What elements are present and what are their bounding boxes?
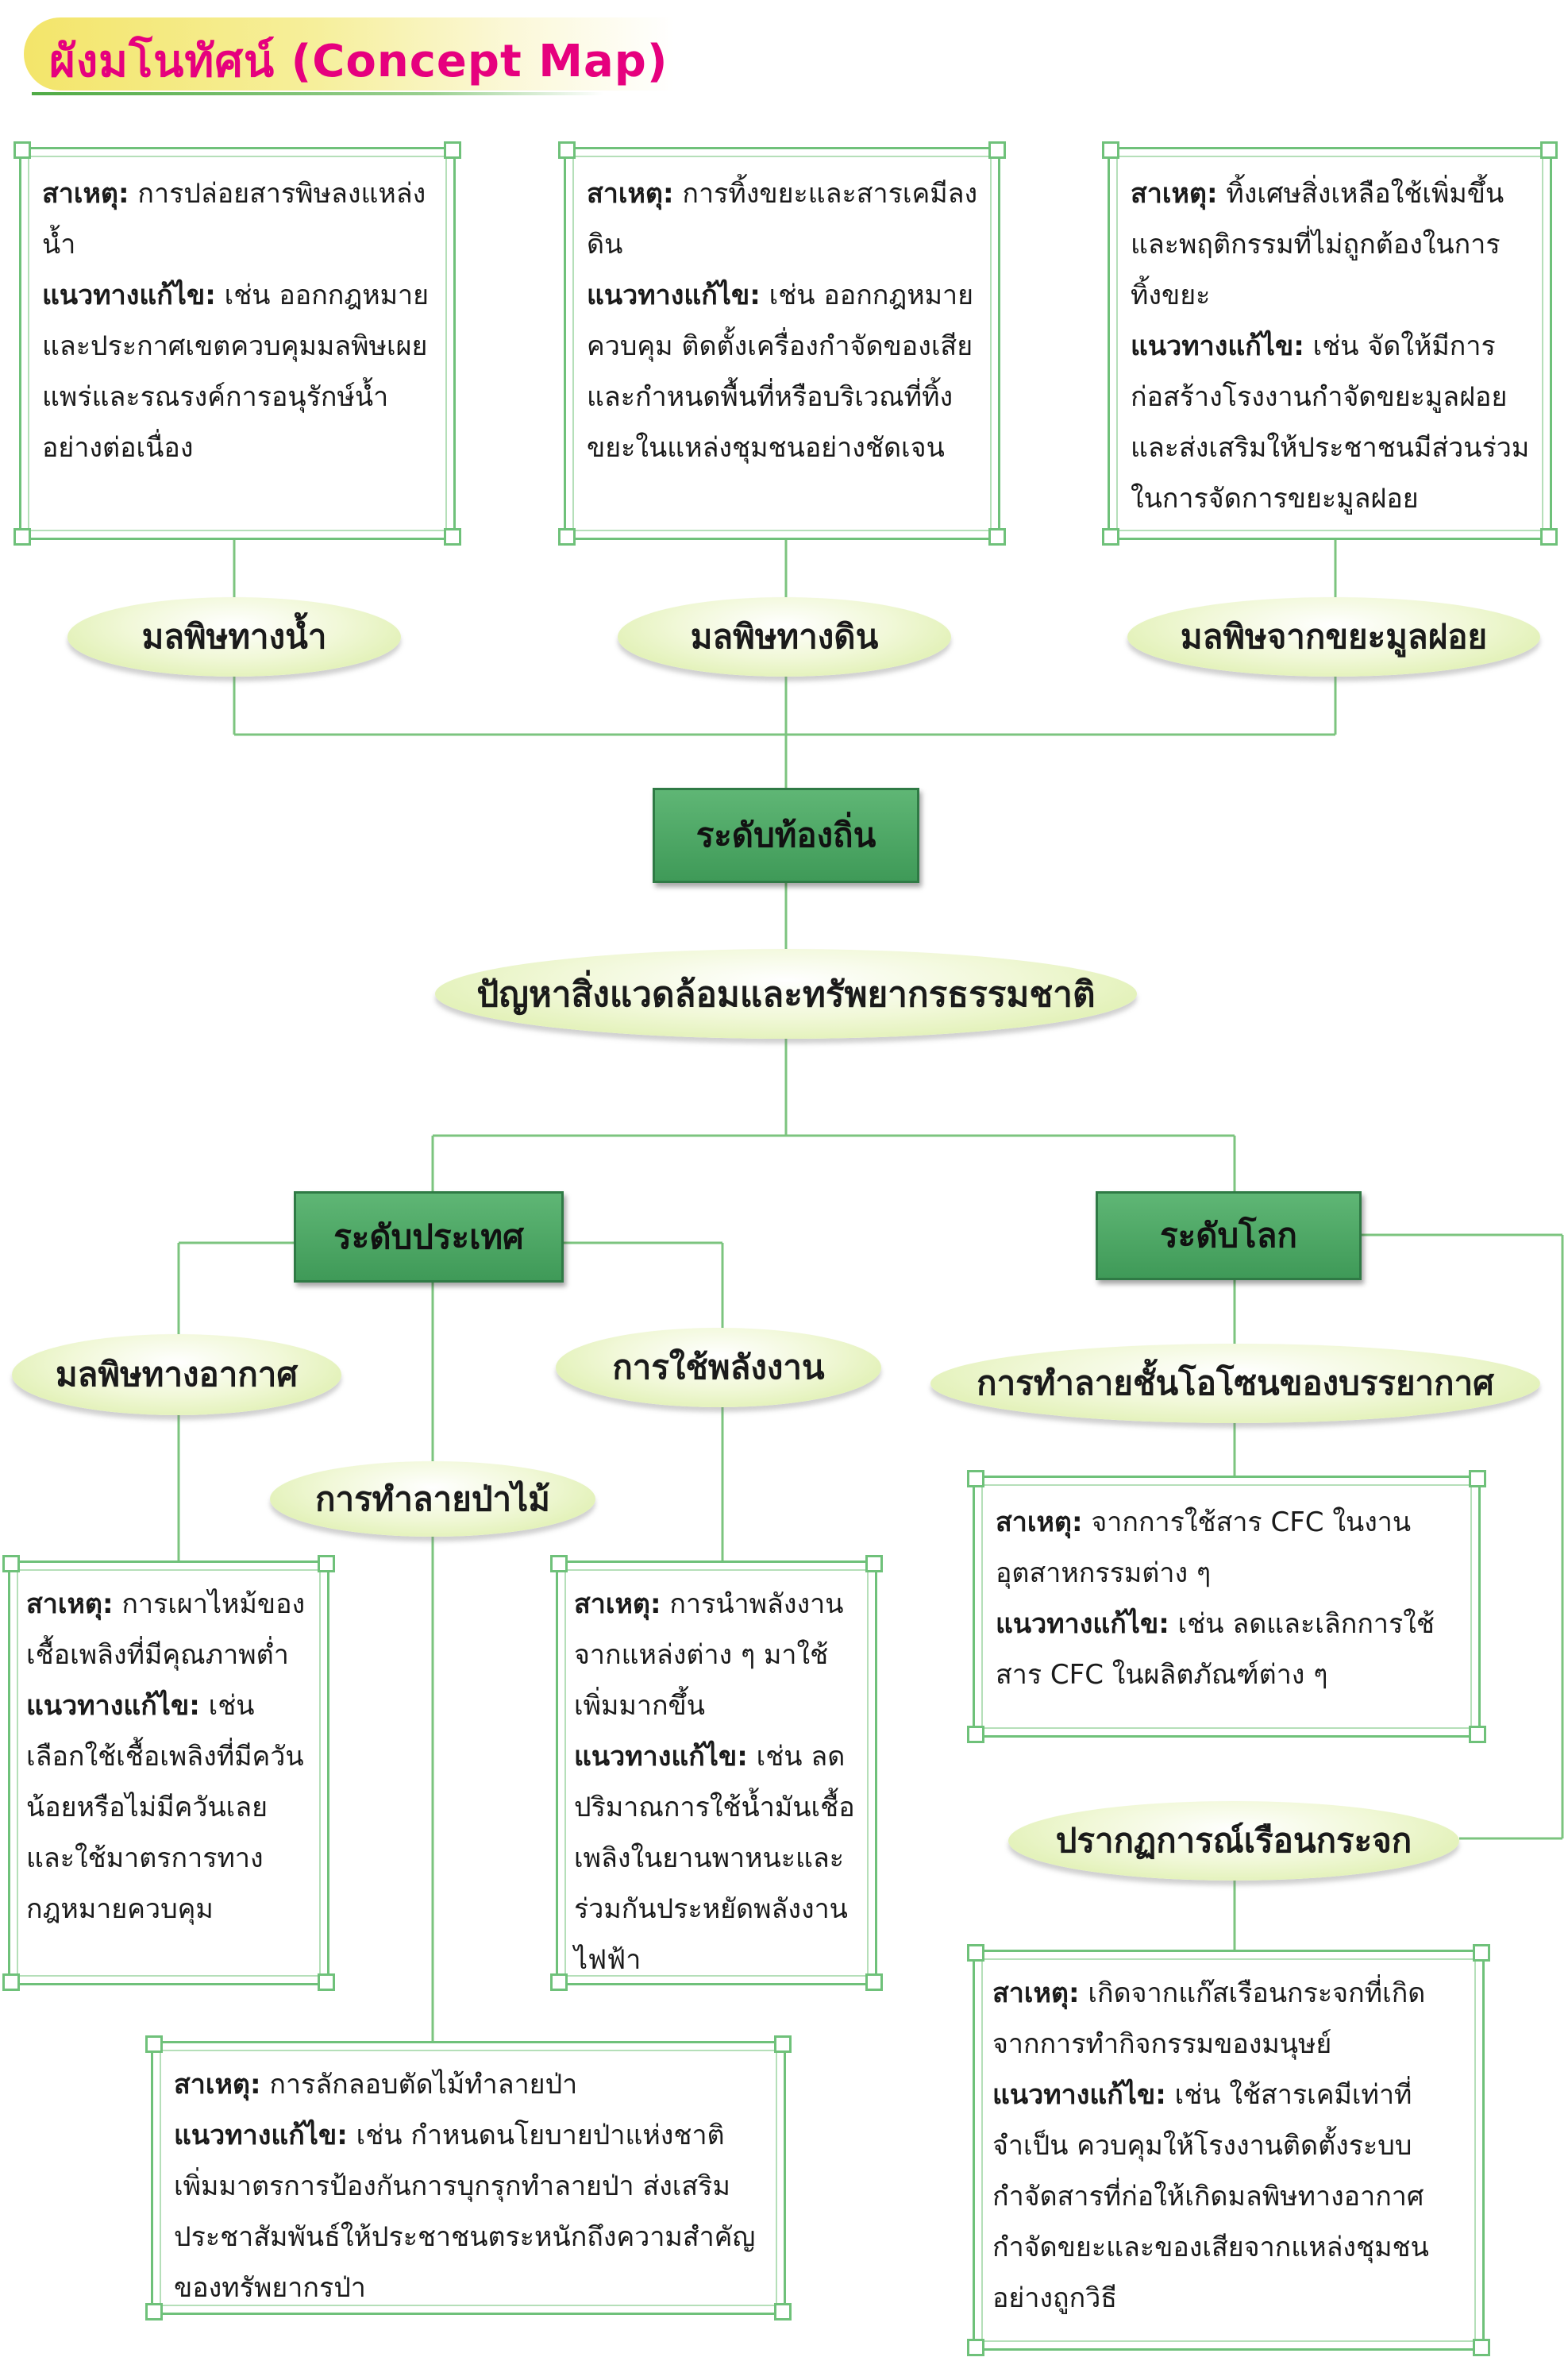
level-global: ระดับโลก (1096, 1191, 1362, 1280)
forest-cause: การลักลอบตัดไม้ทำลายป่า (269, 2069, 578, 2101)
greenhouse-cause: เกิดจากแก๊สเรือนกระจกที่เกิดจากการทำกิจก… (992, 1977, 1426, 2060)
topic-air-pill: มลพิษทางอากาศ (12, 1334, 341, 1415)
solution-label: แนวทางแก้ไข: (26, 1690, 200, 1722)
air-solution: เช่น เลือกใช้เชื้อเพลิงที่มีควันน้อยหรือ… (26, 1690, 304, 1925)
solution-label: แนวทางแก้ไข: (174, 2120, 348, 2151)
energy-box: สาเหตุ: การนำพลังงานจากแหล่งต่าง ๆ มาใช้… (550, 1555, 883, 1991)
topic-forest-pill: การทำลายป่าไม้ (270, 1461, 595, 1537)
energy-solution: เช่น ลดปริมาณการใช้น้ำมันเชื้อเพลิงในยาน… (574, 1741, 855, 1976)
waste-cause: ทิ้งเศษสิ่งเหลือใช้เพิ่มขึ้นและพฤติกรรมท… (1131, 178, 1504, 311)
solution-label: แนวทางแก้ไข: (996, 1608, 1169, 1640)
soil-solution: เช่น ออกกฎหมายควบคุม ติดตั้งเครื่องกำจัด… (587, 280, 974, 464)
air-box: สาเหตุ: การเผาไหม้ของเชื้อเพลิงที่มีคุณภ… (2, 1555, 335, 1991)
ozone-solution: เช่น ลดและเลิกการใช้สาร CFC ในผลิตภัณฑ์ต… (996, 1608, 1435, 1691)
solution-label: แนวทางแก้ไข: (587, 280, 761, 311)
forest-solution: เช่น กำหนดนโยบายป่าแห่งชาติ เพิ่มมาตรการ… (174, 2120, 756, 2304)
topic-waste-pill: มลพิษจากขยะมูลฝอย (1127, 597, 1540, 677)
solution-label: แนวทางแก้ไข: (1131, 330, 1304, 362)
ozone-box: สาเหตุ: จากการใช้สาร CFC ในงานอุตสาหกรรม… (967, 1470, 1486, 1743)
solution-label: แนวทางแก้ไข: (42, 280, 216, 311)
topic-ozone-pill: การทำลายชั้นโอโซนของบรรยากาศ (930, 1344, 1540, 1423)
solution-label: แนวทางแก้ไข: (574, 1741, 748, 1773)
soil-box: สาเหตุ: การทิ้งขยะและสารเคมีลงดิน แนวทาง… (558, 141, 1006, 546)
greenhouse-solution: เช่น ใช้สารเคมีเท่าที่จำเป็น ควบคุมให้โร… (992, 2079, 1429, 2314)
page-title: ผังมโนทัศน์ (Concept Map) (49, 36, 668, 87)
waste-box: สาเหตุ: ทิ้งเศษสิ่งเหลือใช้เพิ่มขึ้นและพ… (1102, 141, 1558, 546)
soil-cause: การทิ้งขยะและสารเคมีลงดิน (587, 178, 978, 260)
air-cause: การเผาไหม้ของเชื้อเพลิงที่มีคุณภาพต่ำ (26, 1588, 306, 1671)
cause-label: สาเหตุ: (587, 178, 674, 210)
title-banner: ผังมโนทัศน์ (Concept Map) (0, 0, 715, 103)
ozone-cause: จากการใช้สาร CFC ในงานอุตสาหกรรมต่าง ๆ (996, 1506, 1412, 1589)
water-cause: การปล่อยสารพิษลงแหล่งน้ำ (42, 178, 426, 260)
cause-label: สาเหตุ: (574, 1588, 661, 1620)
cause-label: สาเหตุ: (992, 1977, 1080, 2009)
level-national: ระดับประเทศ (294, 1191, 564, 1283)
forest-box: สาเหตุ: การลักลอบตัดไม้ทำลายป่า แนวทางแก… (145, 2035, 792, 2320)
cause-label: สาเหตุ: (996, 1506, 1083, 1538)
level-local: ระดับท้องถิ่น (653, 788, 919, 883)
topic-soil-pill: มลพิษทางดิน (618, 597, 951, 677)
waste-solution: เช่น จัดให้มีการก่อสร้างโรงงานกำจัดขยะมู… (1131, 330, 1530, 515)
solution-label: แนวทางแก้ไข: (992, 2079, 1166, 2111)
cause-label: สาเหตุ: (42, 178, 129, 210)
title-underline (32, 92, 603, 95)
title-highlight (24, 17, 675, 91)
cause-label: สาเหตุ: (26, 1588, 114, 1620)
center-topic-pill: ปัญหาสิ่งแวดล้อมและทรัพยากรธรรมชาติ (435, 949, 1137, 1039)
cause-label: สาเหตุ: (174, 2069, 261, 2101)
cause-label: สาเหตุ: (1131, 178, 1218, 210)
topic-water-pill: มลพิษทางน้ำ (67, 597, 401, 677)
water-solution: เช่น ออกกฎหมายและประกาศเขตควบคุมมลพิษเผย… (42, 280, 430, 464)
water-box: สาเหตุ: การปล่อยสารพิษลงแหล่งน้ำ แนวทางแ… (13, 141, 461, 546)
topic-energy-pill: การใช้พลังงาน (556, 1328, 881, 1407)
topic-greenhouse-pill: ปรากฏการณ์เรือนกระจก (1008, 1801, 1459, 1881)
energy-cause: การนำพลังงานจากแหล่งต่าง ๆ มาใช้เพิ่มมาก… (574, 1588, 844, 1722)
greenhouse-box: สาเหตุ: เกิดจากแก๊สเรือนกระจกที่เกิดจากก… (967, 1944, 1490, 2356)
